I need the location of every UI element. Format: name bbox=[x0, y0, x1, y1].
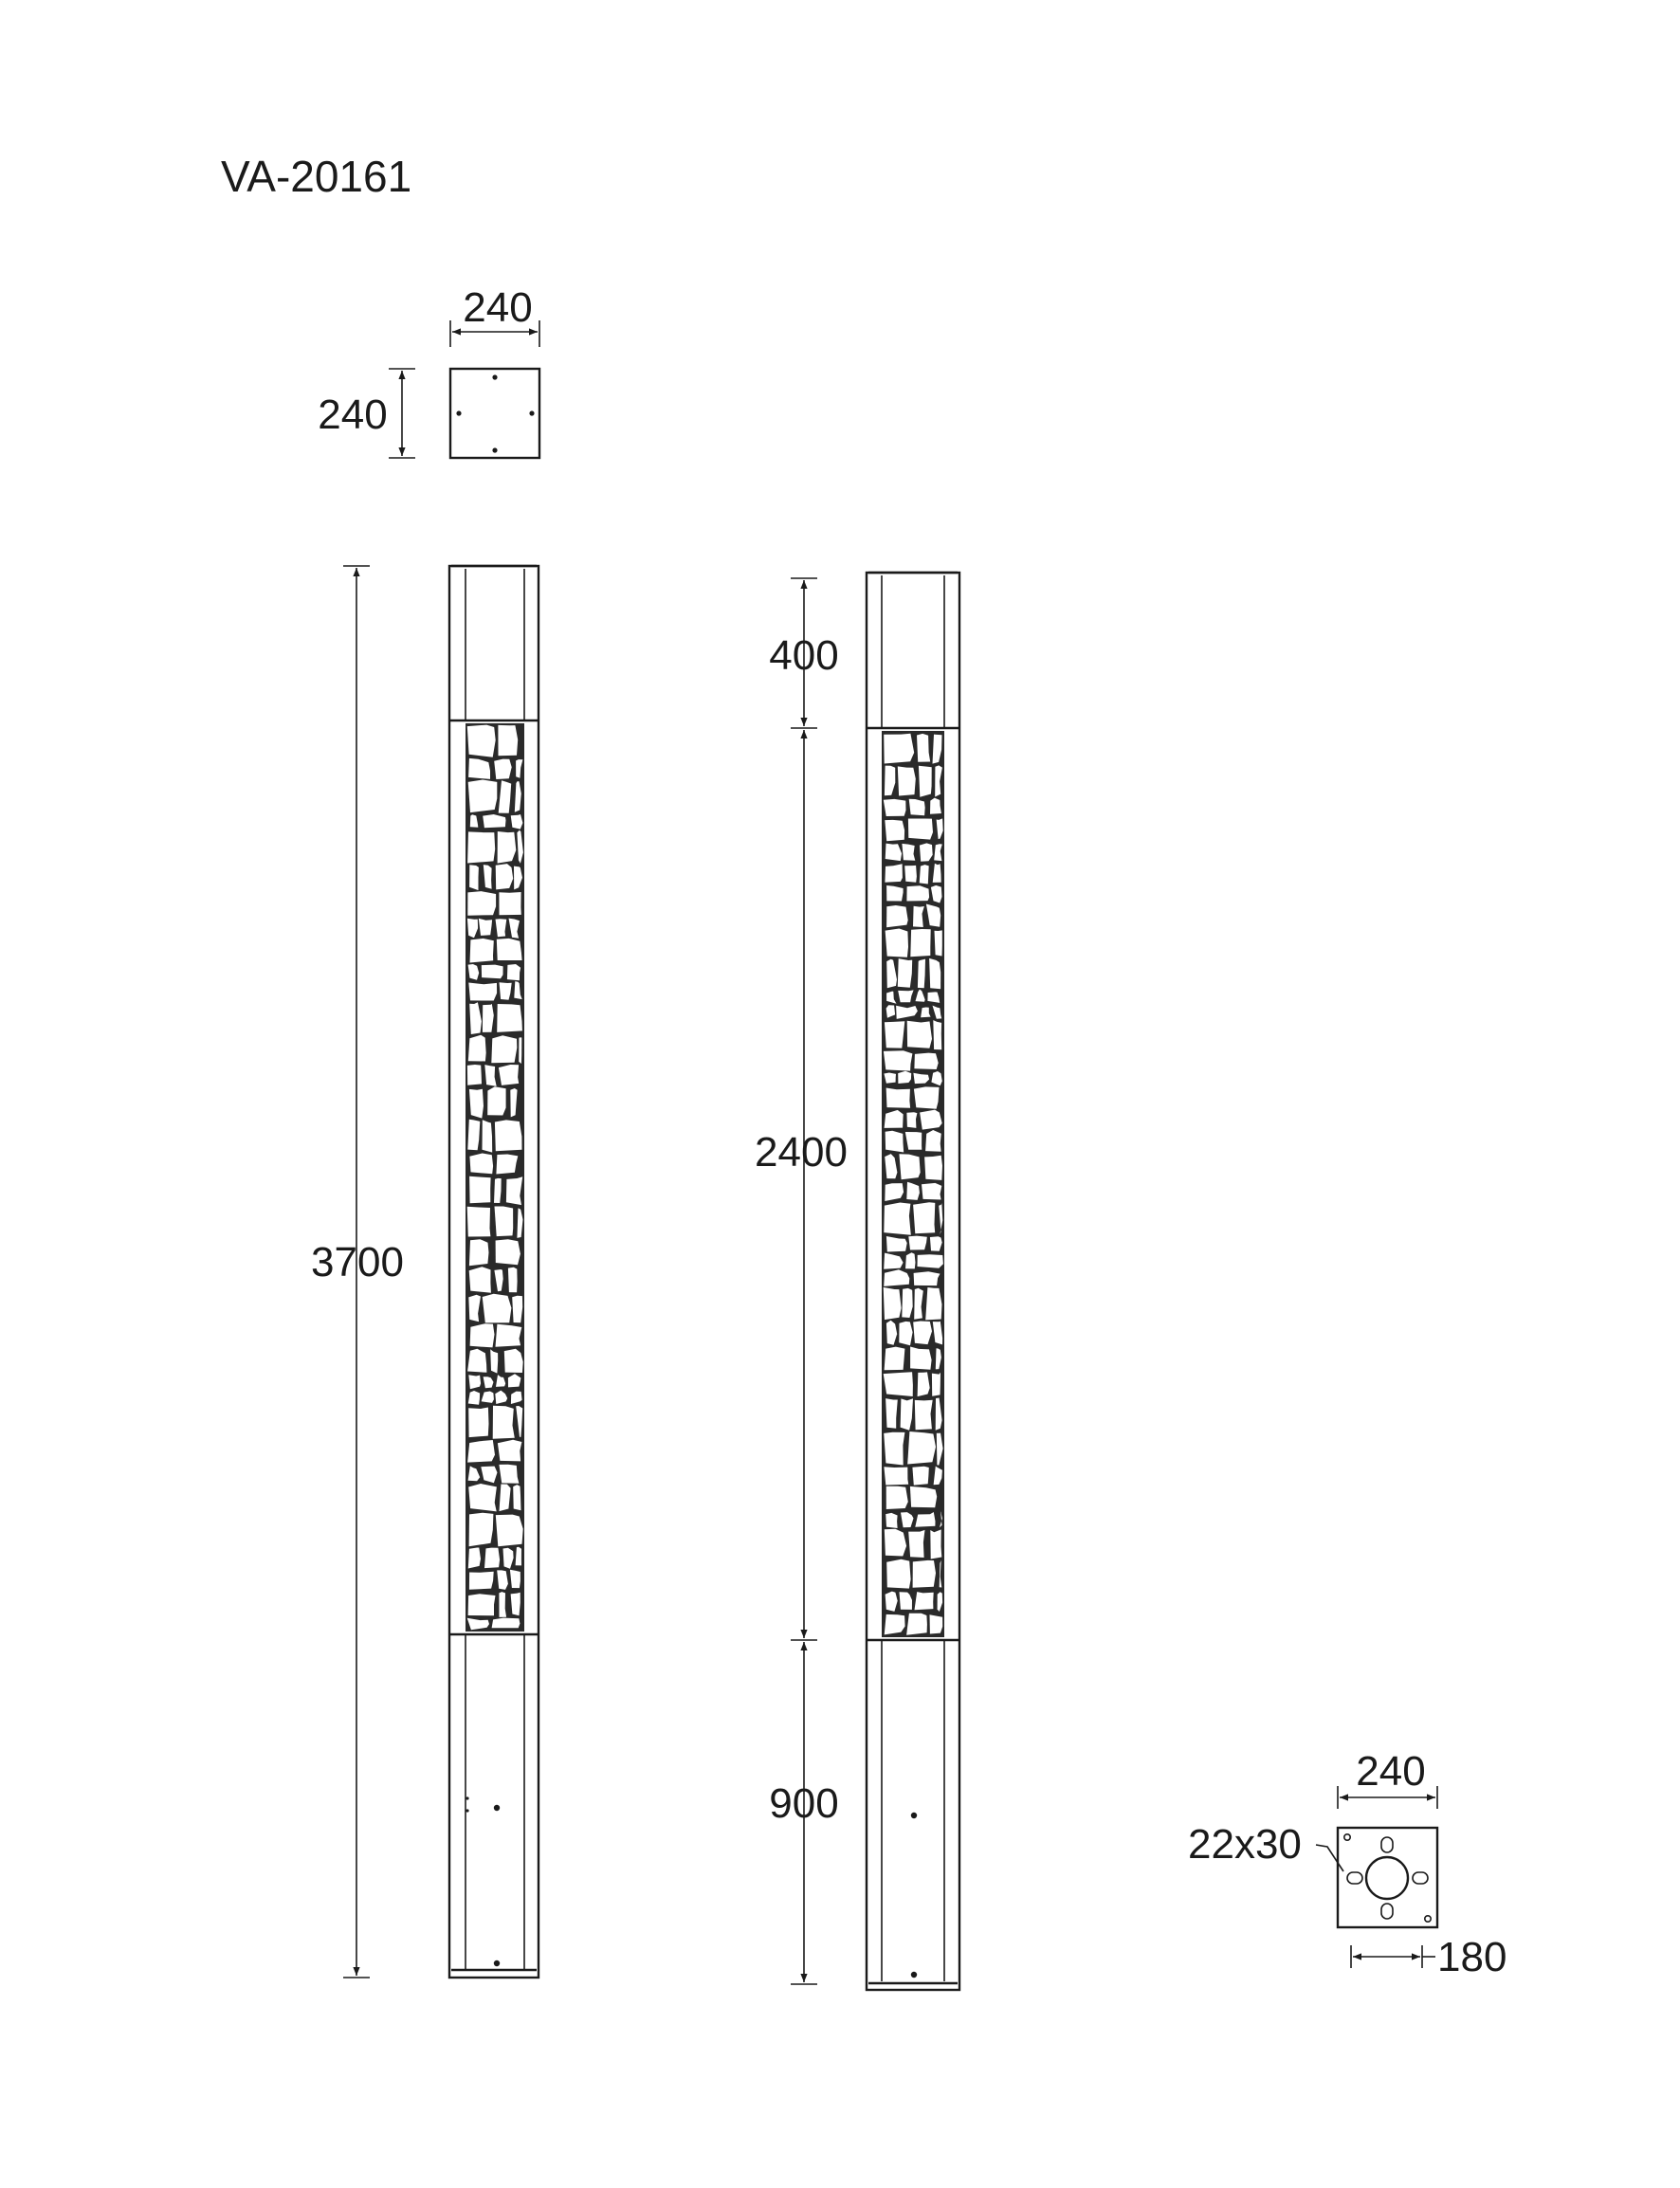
side-decor-panel bbox=[882, 731, 944, 1637]
top-view-width-label: 240 bbox=[463, 284, 532, 331]
side-top-section-label: 400 bbox=[769, 632, 838, 679]
front-view-post bbox=[447, 564, 540, 1979]
drawing-title: VA-20161 bbox=[221, 152, 411, 201]
side-dimensions: 400 2400 900 bbox=[755, 577, 848, 1985]
front-decor-panel bbox=[466, 723, 524, 1632]
base-plate-width-label: 240 bbox=[1356, 1748, 1425, 1795]
base-plate-spacing-label: 180 bbox=[1437, 1934, 1507, 1980]
base-plate-slot-label: 22x30 bbox=[1188, 1821, 1302, 1868]
top-view-depth-label: 240 bbox=[318, 392, 387, 438]
side-mid-section-label: 2400 bbox=[755, 1129, 848, 1176]
side-bottom-section-label: 900 bbox=[769, 1780, 838, 1827]
base-plate: 240 22x30 180 bbox=[1188, 1748, 1507, 1980]
side-view-post bbox=[865, 571, 961, 1992]
front-height-label: 3700 bbox=[311, 1239, 404, 1285]
top-view: 240 240 bbox=[318, 284, 541, 460]
front-height-dimension: 3700 bbox=[311, 565, 404, 1978]
